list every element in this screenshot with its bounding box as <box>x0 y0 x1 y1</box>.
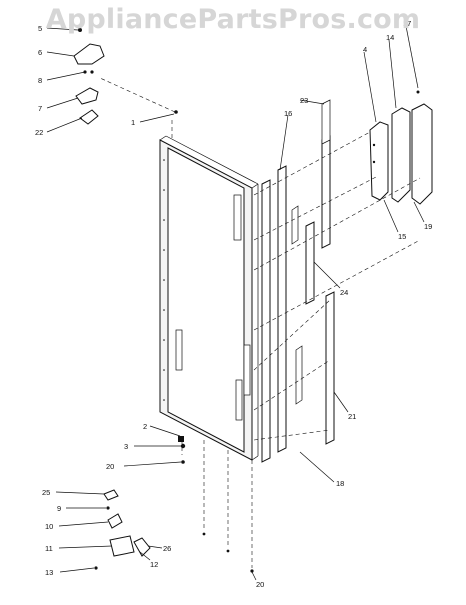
callout-labels: 5 6 8 7 22 1 17 14 4 23 16 19 15 24 21 1… <box>35 19 432 589</box>
callout-17: 17 <box>403 19 411 28</box>
callout-5: 5 <box>38 24 42 33</box>
callout-7: 7 <box>38 104 42 113</box>
top-hinge-parts <box>73 28 178 125</box>
part-21-strip <box>325 291 335 445</box>
watermark: AppliancePartsPros.com <box>45 4 421 35</box>
callout-6: 6 <box>38 48 42 57</box>
callout-24: 24 <box>340 288 348 297</box>
callout-8: 8 <box>38 76 42 85</box>
part-24-bracket <box>305 221 315 305</box>
callout-11: 11 <box>45 544 53 553</box>
bottom-hinge-parts <box>94 436 254 573</box>
parts-4-14-19-hinge-covers <box>369 90 433 205</box>
callout-4: 4 <box>363 45 367 54</box>
door-frame <box>159 135 259 461</box>
callout-21: 21 <box>348 412 356 421</box>
callout-10: 10 <box>45 522 53 531</box>
callout-22: 22 <box>35 128 43 137</box>
callout-15: 15 <box>398 232 406 241</box>
gasket-strip <box>261 165 303 463</box>
callout-13: 13 <box>45 568 53 577</box>
callout-20-upper: 20 <box>106 462 114 471</box>
leader-lines <box>46 25 425 581</box>
part-23-bracket <box>321 99 331 249</box>
callout-16: 16 <box>284 109 292 118</box>
callout-25: 25 <box>42 488 50 497</box>
callout-9: 9 <box>57 504 61 513</box>
callout-18: 18 <box>336 479 344 488</box>
callout-23: 23 <box>300 96 308 105</box>
callout-14: 14 <box>386 33 394 42</box>
callout-2: 2 <box>143 422 147 431</box>
callout-26: 26 <box>163 544 171 553</box>
callout-20-lower: 20 <box>256 580 264 589</box>
callout-19: 19 <box>424 222 432 231</box>
callout-3: 3 <box>124 442 128 451</box>
frame-screw-holes <box>163 159 165 401</box>
callout-1: 1 <box>131 118 135 127</box>
callout-12: 12 <box>150 560 158 569</box>
